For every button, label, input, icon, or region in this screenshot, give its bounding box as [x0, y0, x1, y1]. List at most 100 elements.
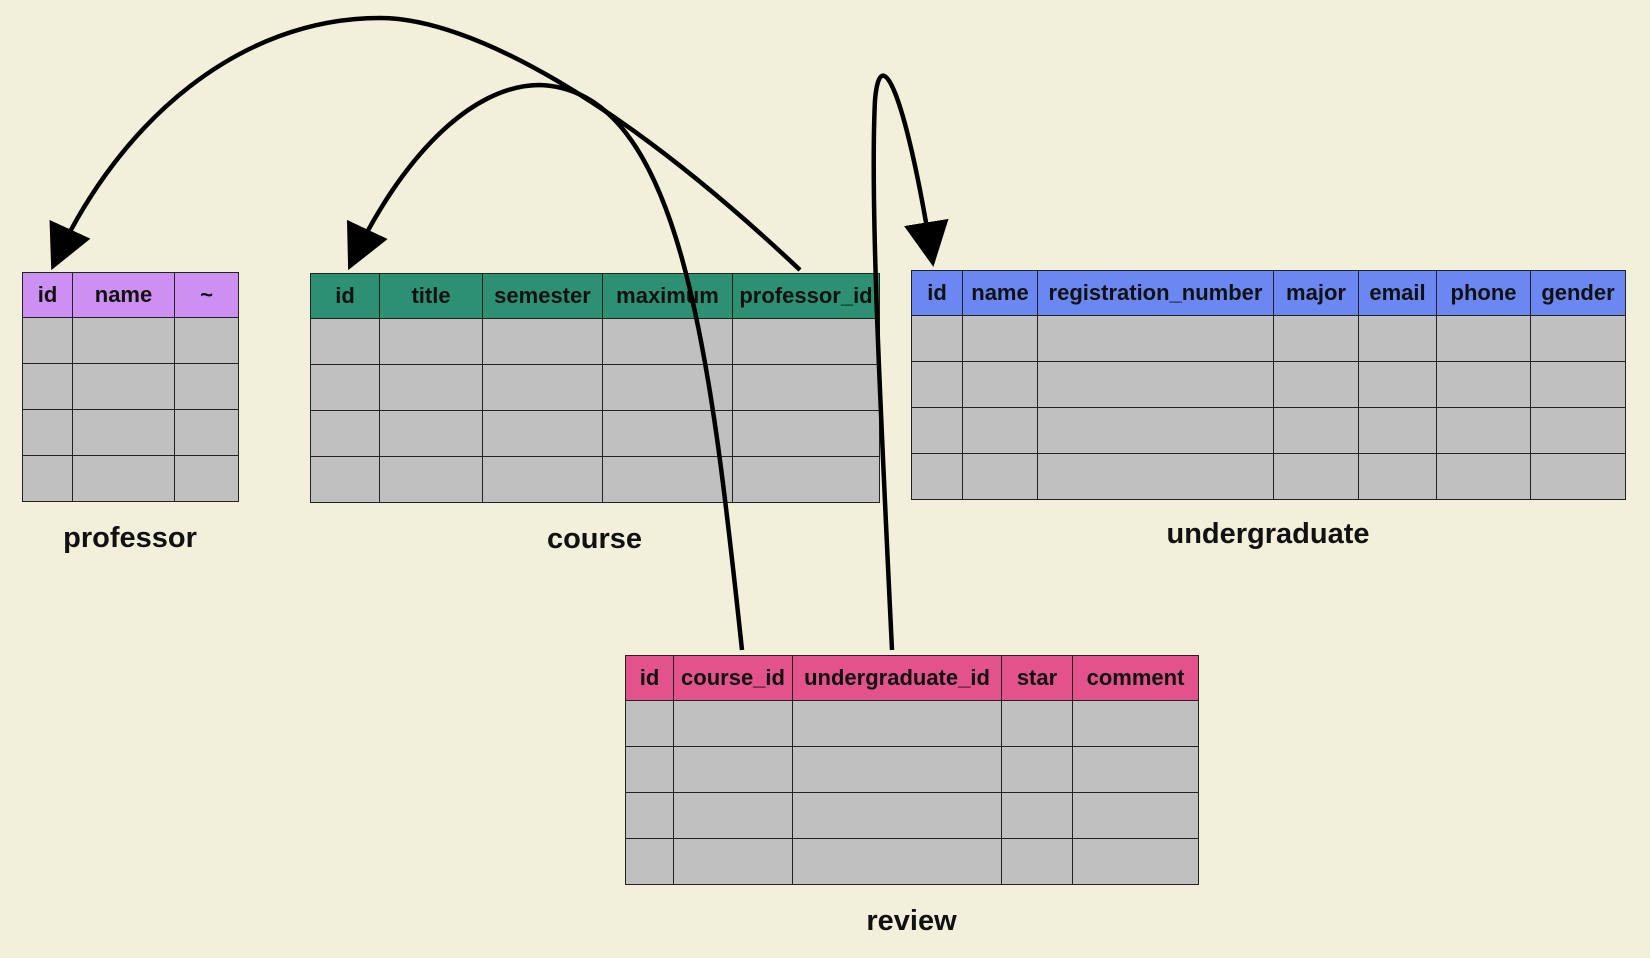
review-column-header: undergraduate_id	[793, 656, 1002, 701]
review-table-cell	[1002, 839, 1073, 885]
undergraduate-table-cell	[912, 408, 963, 454]
professor-table-cell	[23, 410, 73, 456]
review-table-cell	[793, 839, 1002, 885]
course-table-cell	[483, 319, 603, 365]
course-table-cell	[733, 319, 880, 365]
course-table-cell	[483, 365, 603, 411]
professor-table-cell	[23, 364, 73, 410]
professor-column-header: ~	[175, 273, 239, 318]
professor-caption: professor	[63, 522, 197, 554]
undergraduate-column-header: email	[1359, 271, 1437, 316]
course-column-header: maximum	[603, 274, 733, 319]
course-caption: course	[546, 523, 643, 555]
undergraduate-table-cell	[1038, 454, 1274, 500]
professor-table-cell	[73, 456, 175, 502]
professor-table-cell	[175, 410, 239, 456]
course-table-cell	[603, 457, 733, 503]
review-table-cell	[1073, 793, 1199, 839]
course-table-cell	[733, 365, 880, 411]
course-column-header: title	[380, 274, 483, 319]
undergraduate-column-header: registration_number	[1038, 271, 1274, 316]
review-table-cell	[793, 701, 1002, 747]
undergraduate-table-cell	[1531, 316, 1626, 362]
course-table-cell	[733, 411, 880, 457]
undergraduate-table-cell	[1359, 454, 1437, 500]
undergraduate-table-cell	[1274, 362, 1359, 408]
course-table-cell	[483, 411, 603, 457]
undergraduate-table-cell	[1437, 408, 1531, 454]
undergraduate-table-cell	[963, 362, 1038, 408]
undergraduate-column-header: id	[912, 271, 963, 316]
undergraduate-caption: undergraduate	[1166, 518, 1370, 550]
undergraduate-table-cell	[1531, 408, 1626, 454]
course-table-cell	[380, 319, 483, 365]
review-column-header: id	[626, 656, 674, 701]
undergraduate-column-header: phone	[1437, 271, 1531, 316]
review-table-cell	[793, 747, 1002, 793]
professor-table-cell	[73, 318, 175, 364]
review-table-cell	[626, 793, 674, 839]
review-table-cell	[1073, 839, 1199, 885]
undergraduate-table-cell	[1437, 362, 1531, 408]
professor-column-header: id	[23, 273, 73, 318]
course-table-cell	[603, 411, 733, 457]
undergraduate-table-cell	[1359, 362, 1437, 408]
undergraduate-table-cell	[963, 454, 1038, 500]
undergraduate-column-header: major	[1274, 271, 1359, 316]
course-table-cell	[311, 319, 380, 365]
review-table-cell	[674, 747, 793, 793]
undergraduate-table-cell	[1437, 454, 1531, 500]
undergraduate-table-cell	[1274, 454, 1359, 500]
undergraduate-table-cell	[1359, 408, 1437, 454]
review-column-header: star	[1002, 656, 1073, 701]
review-caption: review	[866, 905, 957, 937]
undergraduate-table-cell	[1038, 362, 1274, 408]
professor-column-header: name	[73, 273, 175, 318]
review-table-cell	[793, 793, 1002, 839]
undergraduate-column-header: name	[963, 271, 1038, 316]
undergraduate-table-cell	[1274, 408, 1359, 454]
review-table-cell	[1002, 747, 1073, 793]
course-table-cell	[380, 457, 483, 503]
undergraduate-table-cell	[1038, 408, 1274, 454]
review-table-cell	[674, 793, 793, 839]
course-table-cell	[483, 457, 603, 503]
undergraduate-table-cell	[1274, 316, 1359, 362]
review-table-cell	[626, 701, 674, 747]
review-column-header: course_id	[674, 656, 793, 701]
undergraduate-table-cell	[963, 316, 1038, 362]
arrow-course-professor_id-to-professor-id	[49, 15, 802, 272]
review-table-cell	[1073, 747, 1199, 793]
review-table-cell	[626, 747, 674, 793]
professor-table-cell	[23, 318, 73, 364]
course-table-cell	[311, 411, 380, 457]
undergraduate-table-cell	[1437, 316, 1531, 362]
course-table-cell	[380, 365, 483, 411]
course-table-cell	[311, 457, 380, 503]
professor-table-cell	[175, 456, 239, 502]
professor-table-cell	[73, 364, 175, 410]
undergraduate-column-header: gender	[1531, 271, 1626, 316]
undergraduate-table-cell	[963, 408, 1038, 454]
course-table-cell	[603, 319, 733, 365]
course-column-header: semester	[483, 274, 603, 319]
course-column-header: professor_id	[733, 274, 880, 319]
review-table-cell	[674, 701, 793, 747]
undergraduate-table-cell	[1359, 316, 1437, 362]
professor-table-cell	[175, 364, 239, 410]
professor-table-cell	[23, 456, 73, 502]
course-column-header: id	[311, 274, 380, 319]
undergraduate-table-cell	[1531, 454, 1626, 500]
course-table-cell	[603, 365, 733, 411]
review-column-header: comment	[1073, 656, 1199, 701]
review-table-cell	[1002, 793, 1073, 839]
undergraduate-table-cell	[912, 362, 963, 408]
undergraduate-table-cell	[912, 316, 963, 362]
course-table-cell	[380, 411, 483, 457]
course-table-cell	[311, 365, 380, 411]
professor-table-cell	[73, 410, 175, 456]
